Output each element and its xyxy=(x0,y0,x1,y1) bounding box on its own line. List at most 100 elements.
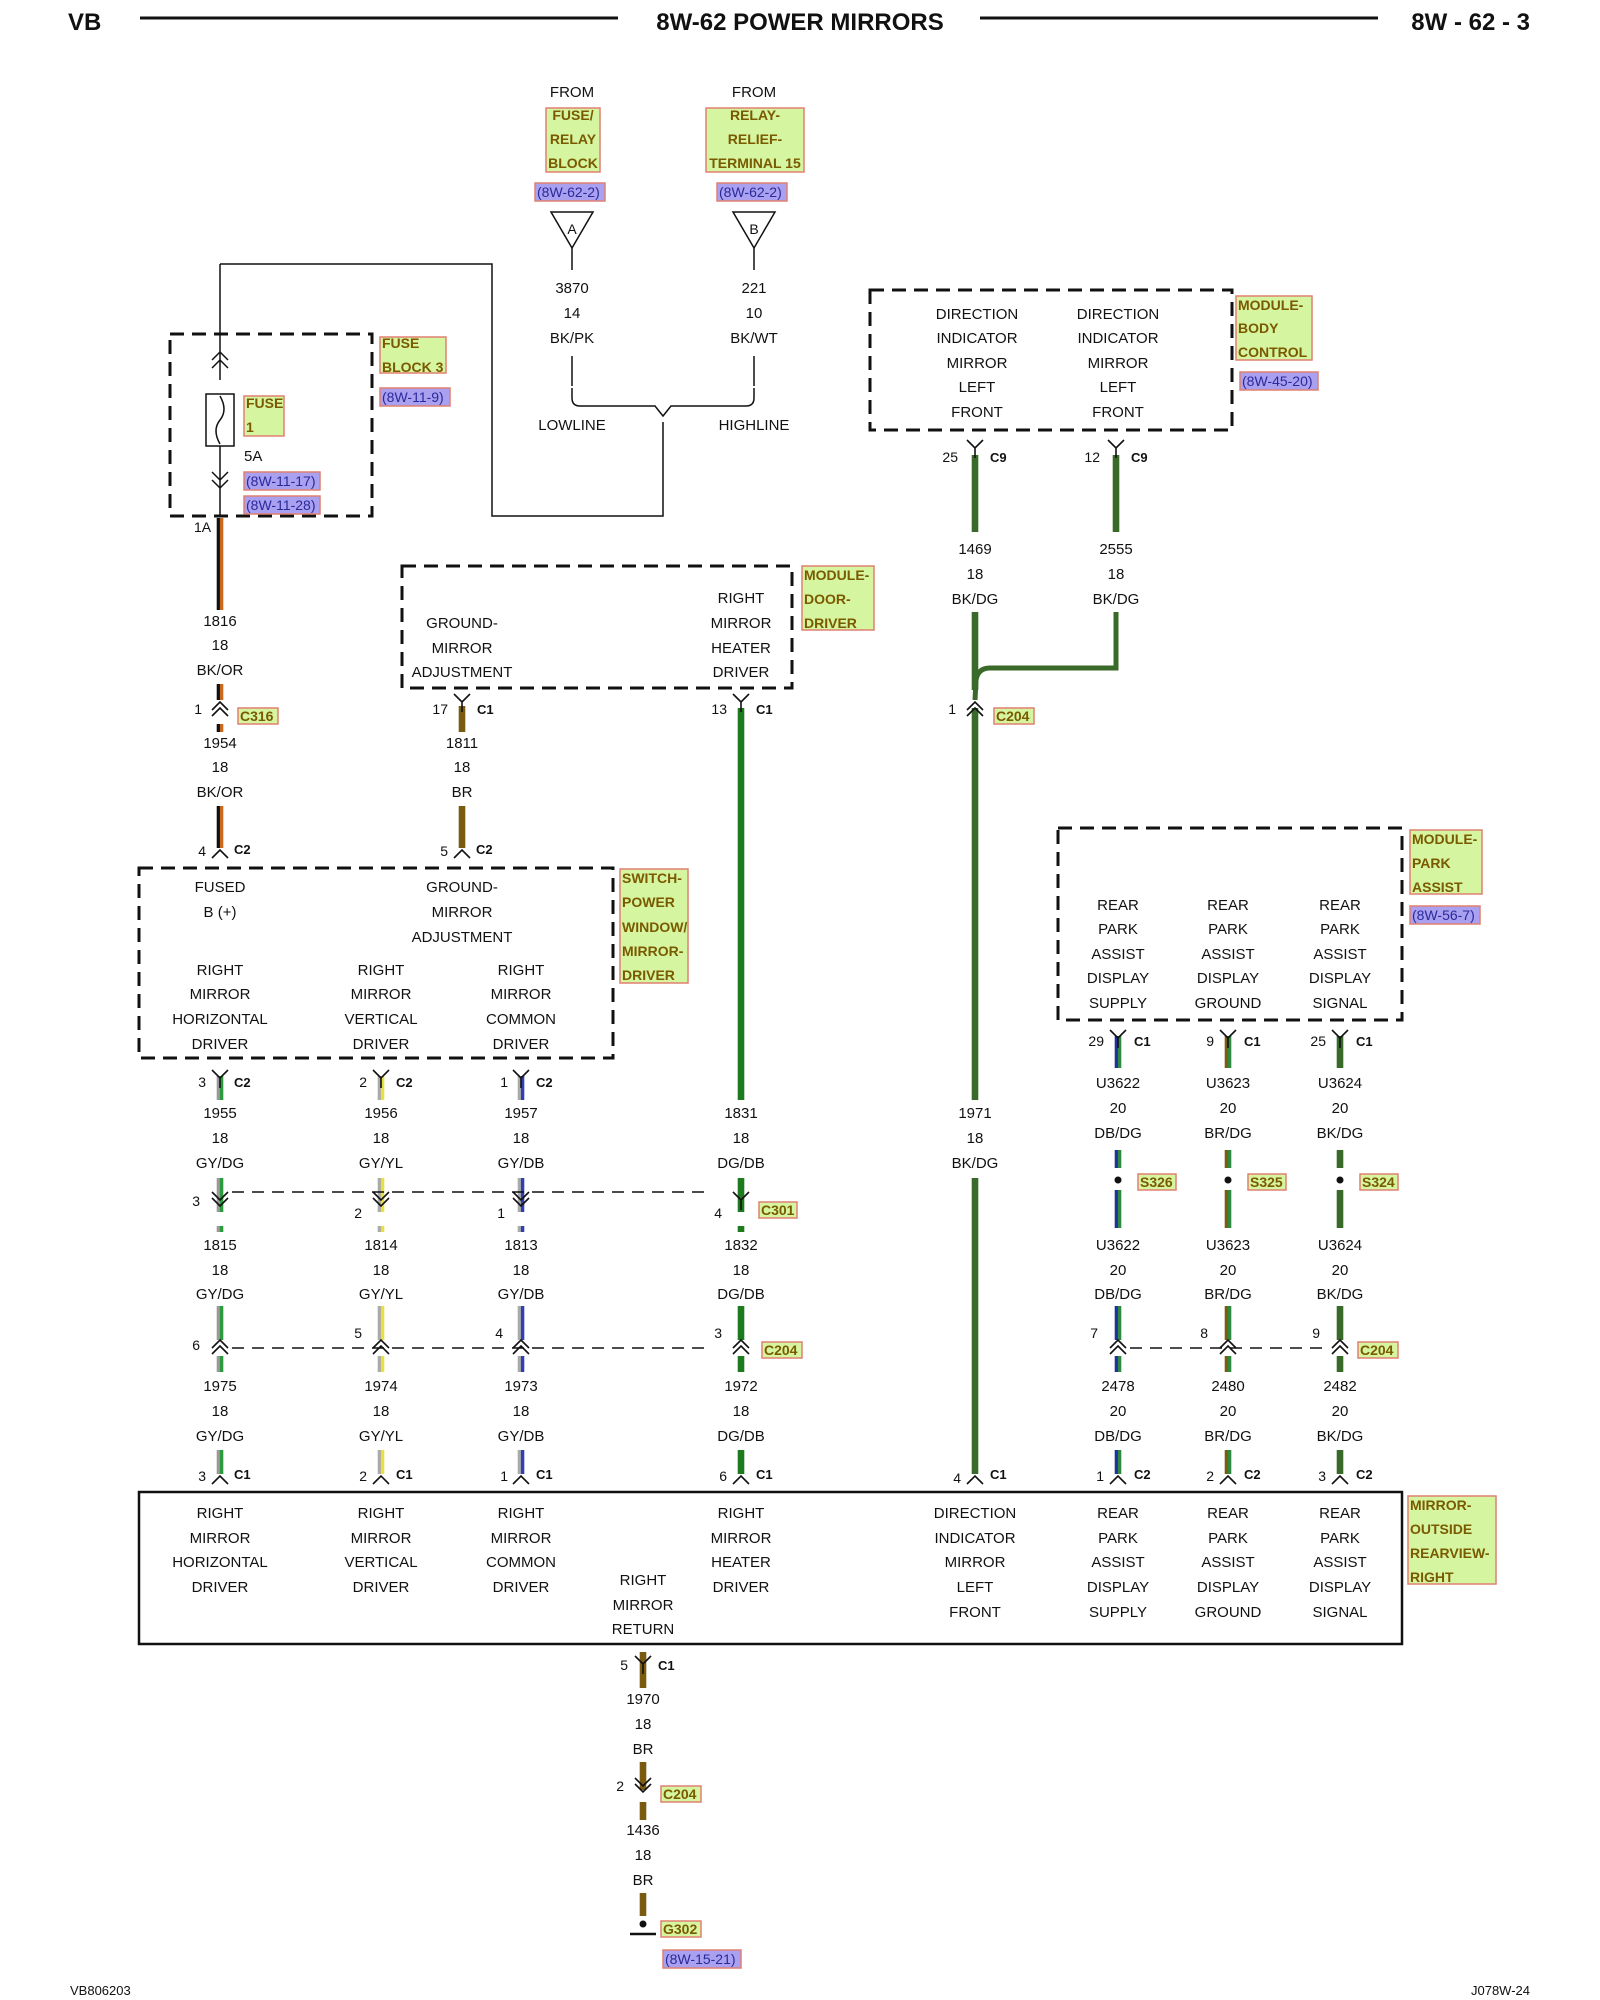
mr-c9-line4: DISPLAY xyxy=(1309,1579,1371,1596)
mr-tag-1: MIRROR- xyxy=(1410,1497,1472,1513)
mr-c7-line5: SUPPLY xyxy=(1089,1604,1147,1621)
sw2-name: C2 xyxy=(396,1075,413,1090)
mr-c3-line3: COMMON xyxy=(486,1554,556,1571)
mr-c8-line1: REAR xyxy=(1207,1505,1249,1522)
wire-u3623a-number: U3623 xyxy=(1206,1075,1250,1092)
mr-c2-line1: RIGHT xyxy=(358,1505,405,1522)
wire-1973-segment xyxy=(517,1450,525,1474)
mbc-tag-1: MODULE- xyxy=(1238,297,1304,313)
mr-c2-line4: DRIVER xyxy=(353,1579,410,1596)
c204right-symbol-3 xyxy=(1331,1338,1349,1355)
wire-1973-number: 1973 xyxy=(504,1378,537,1395)
sw-b1-line2: MIRROR xyxy=(190,986,251,1003)
sw-top1-line2: B (+) xyxy=(204,904,237,921)
mir5-name: C1 xyxy=(658,1658,675,1673)
wire-2555-join-segment xyxy=(972,612,1119,701)
wire-u3624a-number: U3624 xyxy=(1318,1075,1362,1092)
wire-2555-color: BK/DG xyxy=(1093,591,1140,608)
sw-tag-3: WINDOW/ xyxy=(622,919,687,935)
wire-1973-gauge: 18 xyxy=(513,1403,530,1420)
c301-symbol-3 xyxy=(512,1191,530,1208)
mr-c8-line4: DISPLAY xyxy=(1197,1579,1259,1596)
c204bot-tag: C204 xyxy=(663,1786,697,1802)
wire-1954-upper-segment xyxy=(216,724,224,732)
wire-1974-upper-segment xyxy=(377,1356,385,1372)
fuse-ref-link-1[interactable]: (8W-11-17) xyxy=(246,473,316,489)
wire-u3622-c2-upper-segment xyxy=(1114,1356,1122,1372)
wire-1956-segment xyxy=(377,1076,385,1100)
header: VB 8W-62 POWER MIRRORS 8W - 62 - 3 xyxy=(68,9,1530,36)
sw-b1-line3: HORIZONTAL xyxy=(172,1011,268,1028)
mr-c3-line4: DRIVER xyxy=(493,1579,550,1596)
wire-1957-lower-segment xyxy=(517,1178,525,1212)
c204right-pin-7: 7 xyxy=(1090,1325,1098,1341)
from-b-tag-1: RELAY- xyxy=(730,107,780,123)
mir5-pin: 5 xyxy=(620,1657,628,1673)
wire-u3624b-lower-segment xyxy=(1336,1306,1344,1340)
from-a-ref-link[interactable]: (8W-62-2) xyxy=(537,184,600,200)
s324-tag: S324 xyxy=(1362,1174,1395,1190)
wire-u3624a-color: BK/DG xyxy=(1317,1125,1364,1142)
mdd-col1-line2: MIRROR xyxy=(432,640,493,657)
wire-1955-segment xyxy=(216,1076,224,1100)
sw-b1-line4: DRIVER xyxy=(192,1036,249,1053)
pa-c1-line2: PARK xyxy=(1098,921,1138,938)
wire-1816-color: BK/OR xyxy=(197,662,244,679)
mir-pin-2: 2 xyxy=(359,1468,367,1484)
mir-conn-6: C2 xyxy=(1134,1467,1151,1482)
fuse-block-tag-line2: BLOCK 3 xyxy=(382,359,444,375)
sw-tag-2: POWER xyxy=(622,894,675,910)
mr-c9-line2: PARK xyxy=(1320,1530,1360,1547)
wire-1811-number: 1811 xyxy=(446,735,478,752)
g302-ref-link[interactable]: (8W-15-21) xyxy=(665,1951,736,1967)
fuse-rating: 5A xyxy=(244,448,262,465)
fuse-tag-line2: 1 xyxy=(246,419,254,435)
mir-pin-6: 6 xyxy=(719,1468,727,1484)
mr-c3-line2: MIRROR xyxy=(491,1530,552,1547)
pa-c2-line2: PARK xyxy=(1208,921,1248,938)
g302-dot xyxy=(639,1920,647,1928)
wire-1813-upper-segment xyxy=(517,1226,525,1232)
c9b-name: C9 xyxy=(1131,450,1148,465)
door17-pin: 17 xyxy=(432,701,448,717)
mir-symbol-3 xyxy=(512,1474,530,1485)
module-door-driver: GROUND- MIRROR ADJUSTMENT RIGHT MIRROR H… xyxy=(400,564,875,690)
sw3-pin: 3 xyxy=(198,1074,206,1090)
wire-1956-number: 1956 xyxy=(364,1105,397,1122)
fuse-ref-link-2[interactable]: (8W-11-28) xyxy=(246,497,316,513)
mir-symbol-5 xyxy=(966,1474,984,1485)
wire-1971-segment xyxy=(971,708,979,1100)
page-title: 8W-62 POWER MIRRORS xyxy=(656,9,944,36)
mbc-col2-line4: LEFT xyxy=(1100,379,1137,396)
mdd-tag-2: DOOR- xyxy=(804,591,851,607)
fuse-block-ref-link[interactable]: (8W-11-9) xyxy=(382,389,444,405)
wire-2480-color: BR/DG xyxy=(1204,1428,1252,1445)
wire-u3624b-gauge: 20 xyxy=(1332,1262,1349,1279)
from-b-label: FROM xyxy=(732,84,776,101)
wire-1832-upper-segment xyxy=(737,1226,745,1232)
pa25-pin: 25 xyxy=(1310,1033,1326,1049)
wire-u3622b-gauge: 20 xyxy=(1110,1262,1127,1279)
wire-3870-color: BK/PK xyxy=(550,330,594,347)
wire-1957-number: 1957 xyxy=(504,1105,537,1122)
source-a: FROM FUSE/ RELAY BLOCK (8W-62-2) A 3870 … xyxy=(534,84,606,434)
mbc-col2-line5: FRONT xyxy=(1092,404,1144,421)
sw1-symbol xyxy=(512,1069,530,1088)
pa9-name: C1 xyxy=(1244,1034,1261,1049)
mir-conn-1: C1 xyxy=(234,1467,251,1482)
door13-pin: 13 xyxy=(711,701,727,717)
wire-1974-number: 1974 xyxy=(364,1378,397,1395)
c204top-pin: 1 xyxy=(948,701,956,717)
wire-u3623a-gauge: 20 xyxy=(1220,1100,1237,1117)
c301-pin-2: 2 xyxy=(354,1205,362,1221)
mbc-ref-link[interactable]: (8W-45-20) xyxy=(1242,373,1313,389)
wire-1970-color: BR xyxy=(633,1741,654,1758)
wire-1955-lower-segment xyxy=(216,1178,224,1212)
fuse-tag-line1: FUSE xyxy=(246,395,283,411)
pa-c1-line3: ASSIST xyxy=(1091,946,1144,963)
wire-1957-color: GY/DB xyxy=(498,1155,545,1172)
mr-c7-line3: ASSIST xyxy=(1091,1554,1144,1571)
from-b-ref-link[interactable]: (8W-62-2) xyxy=(719,184,782,200)
pa-ref-link[interactable]: (8W-56-7) xyxy=(1412,907,1475,923)
